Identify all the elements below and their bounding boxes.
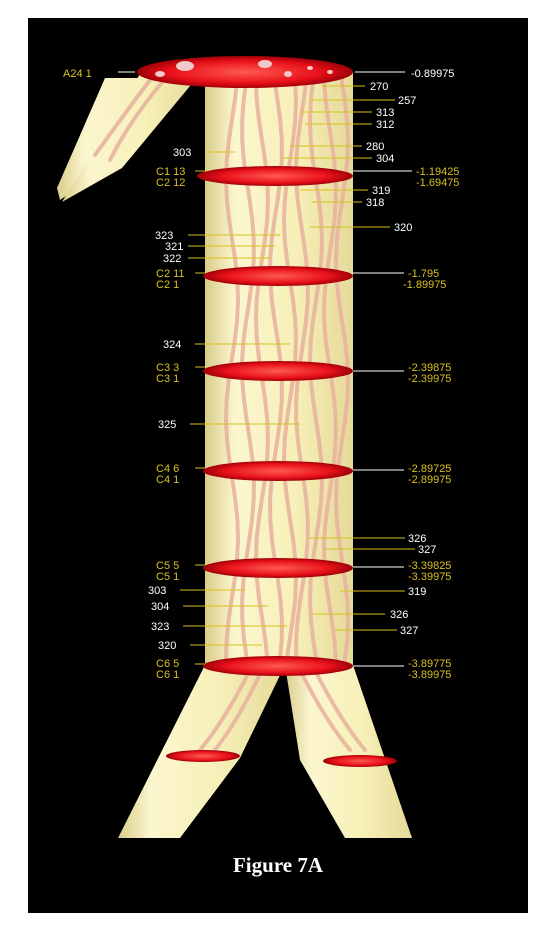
fiber-label: 320: [394, 222, 412, 234]
disc-highlight: [307, 66, 313, 70]
fiber-label: 324: [163, 339, 181, 351]
section-label: C2 11: [156, 268, 185, 280]
fiber-label: 326: [390, 609, 408, 621]
fiber-label: 321: [165, 241, 183, 253]
disc-highlight: [327, 70, 333, 74]
section-value: -1.69475: [416, 177, 459, 189]
tube-branch-right: [285, 665, 412, 838]
section-value: -3.89975: [408, 669, 451, 681]
labels: A24 1 -0.89975 270 257 313 312 280 304 3…: [63, 68, 459, 681]
fiber-label: 326: [408, 533, 426, 545]
fiber-strand: [313, 668, 367, 752]
fiber-label: 327: [418, 544, 436, 556]
disc-section-3: [203, 361, 353, 381]
section-value: -2.89725: [408, 463, 451, 475]
tube-arm-upper: [62, 74, 200, 202]
fiber-label: 313: [376, 107, 394, 119]
disc-branch-left: [166, 750, 240, 762]
section-label: C4 1: [156, 474, 179, 486]
disc-branch-right: [323, 755, 397, 767]
section-label: C5 5: [156, 560, 179, 572]
fiber-strand: [108, 78, 166, 162]
section-label: C5 1: [156, 571, 179, 583]
disc-section-5: [203, 558, 353, 578]
disc-section-1: [197, 166, 353, 186]
fiber-strand: [198, 668, 252, 752]
disc-section-4: [203, 461, 353, 481]
disc-section-2: [203, 266, 353, 286]
fiber-strand: [298, 668, 352, 752]
section-label: C2 12: [156, 177, 185, 189]
disc-highlight: [176, 61, 194, 71]
figure-caption: Figure 7A: [232, 853, 324, 877]
fiber-label: 325: [158, 419, 176, 431]
section-label: C3 3: [156, 362, 179, 374]
disc-highlight: [155, 71, 165, 77]
fiber-label: 319: [408, 586, 426, 598]
fiber-strand: [93, 78, 152, 157]
fiber-strand: [213, 668, 264, 752]
section-value: -2.89975: [408, 474, 451, 486]
disc-set: [137, 56, 397, 767]
fiber-label: 327: [400, 625, 418, 637]
fiber-strand: [333, 78, 351, 662]
leader-lines: [118, 71, 415, 667]
section-value: -3.89775: [408, 658, 451, 670]
fiber-label: 304: [151, 601, 169, 613]
fiber-label: 303: [173, 147, 191, 159]
fiber-label: 304: [376, 153, 394, 165]
fiber-label: 318: [366, 197, 384, 209]
section-label: C1 13: [156, 166, 185, 178]
fiber-label: 323: [155, 230, 173, 242]
fiber-label: 257: [398, 95, 416, 107]
fiber-label: 280: [366, 141, 384, 153]
disc-highlight: [284, 71, 292, 77]
section-value: -3.39975: [408, 571, 451, 583]
section-label: C2 1: [156, 279, 179, 291]
section-value: -1.89975: [403, 279, 446, 291]
top-left-label: A24 1: [63, 68, 92, 80]
section-label: C3 1: [156, 373, 179, 385]
section-value: -2.39975: [408, 373, 451, 385]
section-value: -1.795: [408, 268, 439, 280]
section-value: -3.39825: [408, 560, 451, 572]
fiber-label: 319: [372, 185, 390, 197]
section-label: C6 1: [156, 669, 179, 681]
disc-highlight: [258, 60, 272, 68]
fiber-label: 320: [158, 640, 176, 652]
fiber-label: 303: [148, 585, 166, 597]
fiber-strand: [321, 78, 338, 662]
fiber-label: 322: [163, 253, 181, 265]
section-label: C4 6: [156, 463, 179, 475]
section-value: -1.19425: [416, 166, 459, 178]
section-value: -2.39875: [408, 362, 451, 374]
fiber-label: 270: [370, 81, 388, 93]
disc-top: [137, 56, 353, 88]
fiber-label: 312: [376, 119, 394, 131]
section-label: C6 5: [156, 658, 179, 670]
fiber-label: 323: [151, 621, 169, 633]
top-right-label: -0.89975: [411, 68, 454, 80]
disc-section-6: [203, 656, 353, 676]
